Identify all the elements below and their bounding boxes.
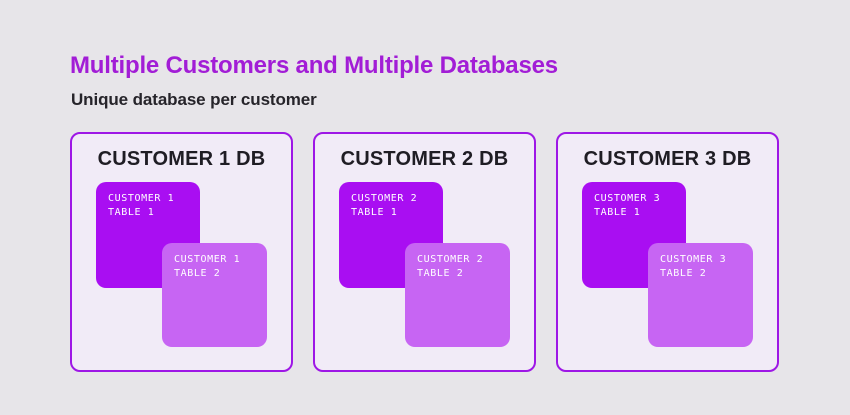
customer-1-db-card: CUSTOMER 1 DB CUSTOMER 1 TABLE 1 CUSTOME… [70, 132, 293, 372]
table-label-line: CUSTOMER 3 [660, 254, 727, 265]
table-label-line: CUSTOMER 1 [108, 193, 175, 204]
table-label-line: CUSTOMER 3 [594, 193, 661, 204]
customer-3-table-2-block: CUSTOMER 3 TABLE 2 [648, 243, 753, 347]
customer-2-table-2-block: CUSTOMER 2 TABLE 2 [405, 243, 510, 347]
customer-2-db-card: CUSTOMER 2 DB CUSTOMER 2 TABLE 1 CUSTOME… [313, 132, 536, 372]
table-label-line: TABLE 2 [174, 268, 221, 279]
db-card-title: CUSTOMER 3 DB [583, 148, 752, 170]
customer-1-table-2-block: CUSTOMER 1 TABLE 2 [162, 243, 267, 347]
database-cards-row: CUSTOMER 1 DB CUSTOMER 1 TABLE 1 CUSTOME… [70, 132, 779, 372]
table-label-line: TABLE 1 [351, 207, 398, 218]
table-label-line: CUSTOMER 2 [417, 254, 484, 265]
table-label-line: CUSTOMER 2 [351, 193, 418, 204]
table-label-line: TABLE 1 [108, 207, 155, 218]
diagram-subtitle: Unique database per customer [71, 90, 317, 109]
customer-1-table-1-block: CUSTOMER 1 TABLE 1 [96, 182, 200, 288]
table-label-line: CUSTOMER 1 [174, 254, 241, 265]
customer-3-db-card: CUSTOMER 3 DB CUSTOMER 3 TABLE 1 CUSTOME… [556, 132, 779, 372]
db-card-title: CUSTOMER 1 DB [97, 148, 266, 170]
table-label-line: TABLE 2 [417, 268, 464, 279]
db-card-title: CUSTOMER 2 DB [340, 148, 509, 170]
diagram-title: Multiple Customers and Multiple Database… [70, 52, 558, 79]
table-label-line: TABLE 2 [660, 268, 707, 279]
table-label-line: TABLE 1 [594, 207, 641, 218]
